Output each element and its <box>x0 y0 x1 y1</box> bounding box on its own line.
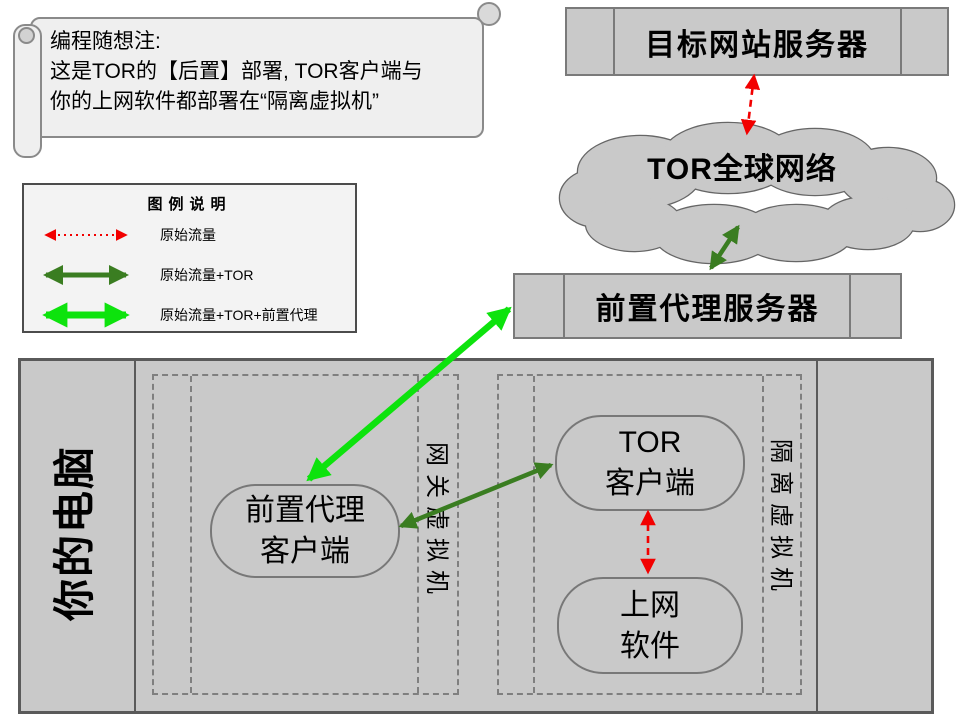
web-software-line2: 软件 <box>620 629 680 663</box>
isolation-vm-box <box>497 374 802 695</box>
note-line-1: 编程随想注: <box>50 30 161 53</box>
note-scroll-roll-cap-icon <box>18 27 35 44</box>
front-proxy-client-line1: 前置代理 <box>245 494 365 527</box>
front-proxy-client-node: 前置代理 客户端 <box>210 484 400 578</box>
vm-box-divider <box>533 376 535 693</box>
tor-client-line2: 客户端 <box>605 467 695 500</box>
arrow-target-server-tor-network <box>740 73 761 136</box>
target-website-server-box: 目标网站服务器 <box>565 7 949 76</box>
arrow-tor-network-front-proxy-server <box>709 224 740 271</box>
note-line-3: 你的上网软件都部署在“隔离虚拟机” <box>50 90 379 113</box>
note-scroll-roll-icon <box>13 24 42 158</box>
note-scroll-panel <box>30 17 484 138</box>
tor-network-label: TOR全球网络 <box>647 153 837 186</box>
legend-item-raw-traffic: 原始流量 <box>30 221 216 249</box>
tor-client-node: TOR 客户端 <box>555 415 745 511</box>
legend-item-label: 原始流量 <box>160 227 216 243</box>
dark-green-arrow-icon <box>43 265 129 285</box>
gateway-vm-label: 网关虚拟机 <box>423 442 450 602</box>
legend-item-label: 原始流量+TOR <box>160 267 254 283</box>
tor-client-line1: TOR <box>618 426 682 459</box>
bright-green-arrow-icon <box>42 302 130 328</box>
vm-box-divider <box>190 376 192 693</box>
server-side-bar <box>900 9 902 74</box>
web-software-line1: 上网 <box>620 588 680 622</box>
front-proxy-server-label: 前置代理服务器 <box>595 293 820 326</box>
isolation-vm-label: 隔离虚拟机 <box>767 439 794 599</box>
legend: 图例说明 原始流量 原始流量+TOR 原始流量+TOR+前置代理 <box>22 183 357 333</box>
server-side-bar <box>563 275 565 337</box>
server-side-bar <box>613 9 615 74</box>
tor-network-cloud <box>558 121 956 265</box>
note-line-2: 这是TOR的【后置】部署, TOR客户端与 <box>50 60 423 83</box>
front-proxy-client-line2: 客户端 <box>260 535 350 568</box>
tor-network-cloud-fill <box>560 123 954 263</box>
vm-box-divider <box>417 376 419 693</box>
vm-box-divider <box>762 376 764 693</box>
red-dotted-arrow-icon <box>44 229 128 241</box>
gateway-vm-box <box>152 374 459 695</box>
note-text: 编程随想注: 这是TOR的【后置】部署, TOR客户端与 你的上网软件都部署在“… <box>50 27 423 117</box>
web-software-node: 上网 软件 <box>557 577 743 674</box>
front-proxy-server-box: 前置代理服务器 <box>513 273 902 339</box>
computer-box-divider <box>816 361 818 711</box>
server-side-bar <box>849 275 851 337</box>
legend-item-label: 原始流量+TOR+前置代理 <box>160 307 318 323</box>
legend-item-raw-tor-proxy: 原始流量+TOR+前置代理 <box>30 301 318 329</box>
target-website-server-label: 目标网站服务器 <box>645 28 869 62</box>
your-computer-label: 你的电脑 <box>51 445 98 622</box>
legend-title: 图例说明 <box>147 196 232 213</box>
legend-item-raw-tor: 原始流量+TOR <box>30 261 253 289</box>
computer-box-divider <box>134 361 136 711</box>
